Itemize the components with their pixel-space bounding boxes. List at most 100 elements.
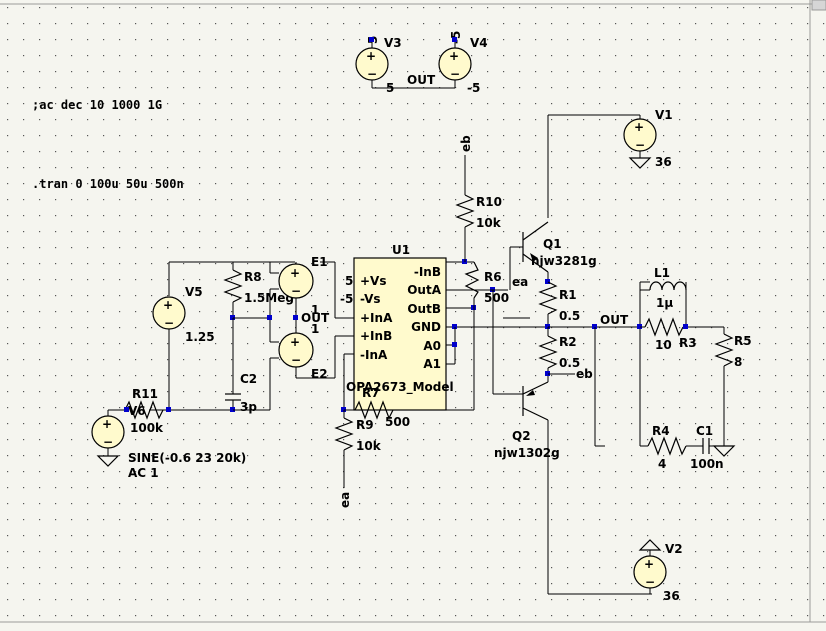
- v3-net-label[interactable]: 5: [386, 81, 394, 95]
- svg-text:+: +: [449, 49, 459, 63]
- svg-text:+: +: [290, 266, 300, 280]
- c2-label: C2: [240, 372, 257, 386]
- c2-value: 3p: [240, 400, 257, 414]
- l1-value: 1µ: [656, 296, 673, 310]
- resistor-r7[interactable]: R7 500: [354, 386, 410, 429]
- ea-net-label-bottom[interactable]: ea: [338, 492, 352, 508]
- resistor-r10[interactable]: R10 10k: [455, 194, 502, 230]
- u1-vs-pos-net[interactable]: 5: [345, 274, 353, 288]
- resistor-r2[interactable]: R2 0.5: [538, 335, 580, 370]
- r1-label: R1: [559, 288, 577, 302]
- svg-text:+: +: [290, 335, 300, 349]
- r2-label: R2: [559, 335, 577, 349]
- r7-label: R7: [362, 386, 380, 400]
- source-v5[interactable]: + − V5 1.25: [152, 285, 215, 344]
- u1-vs-neg-net[interactable]: -5: [340, 292, 353, 306]
- opamp-u1[interactable]: U1 +Vs -Vs +InA +InB -InA -InB OutA OutB…: [346, 243, 454, 411]
- inductor-l1[interactable]: L1 1µ: [640, 266, 687, 310]
- v5-label: V5: [185, 285, 203, 299]
- transistor-q2[interactable]: Q2 njw1302g: [493, 381, 560, 460]
- r2-value: 0.5: [559, 356, 580, 370]
- transistor-q1[interactable]: Q1 njw3281g: [510, 221, 597, 273]
- v2-value: 36: [663, 589, 680, 603]
- vcvs-e1[interactable]: +− E1 1: [270, 255, 328, 317]
- resistor-r3[interactable]: R3 10: [644, 317, 697, 352]
- resistor-r4[interactable]: R4 4: [647, 424, 687, 471]
- v5-value: 1.25: [185, 330, 215, 344]
- r10-value: 10k: [476, 216, 502, 230]
- r5-value: 8: [734, 355, 742, 369]
- tran-directive[interactable]: .tran 0 100u 50u 500n: [32, 177, 184, 191]
- pin-ina-neg: -InA: [360, 348, 388, 362]
- v6-ac: AC 1: [128, 466, 159, 480]
- v6-value: SINE(-0.6 23 20k): [128, 451, 246, 465]
- pin-outa: OutA: [407, 283, 441, 297]
- v2-label: V2: [665, 542, 683, 556]
- source-v6[interactable]: +− V6 SINE(-0.6 23 20k) AC 1: [91, 404, 246, 480]
- v3-label: V3: [384, 36, 402, 50]
- r11-label: R11: [132, 387, 158, 401]
- svg-text:+: +: [366, 49, 376, 63]
- v6-label: V6: [128, 404, 146, 418]
- pin-vs-neg: -Vs: [360, 292, 381, 306]
- svg-text:−: −: [164, 316, 174, 330]
- source-v4[interactable]: +− V4 -5: [438, 31, 488, 88]
- r3-label: R3: [679, 336, 697, 350]
- resistor-r1[interactable]: R1 0.5: [538, 281, 580, 323]
- pin-gnd: GND: [411, 320, 441, 334]
- source-v1[interactable]: + − V1 36: [623, 108, 673, 169]
- q1-label: Q1: [543, 237, 562, 251]
- e2-gain: 1: [311, 322, 319, 336]
- r11-value: 100k: [130, 421, 164, 435]
- resistor-r5[interactable]: R5 8: [714, 327, 752, 369]
- c1-value: 100n: [690, 457, 724, 471]
- out-net-label-e[interactable]: OUT: [301, 311, 330, 325]
- r4-label: R4: [652, 424, 670, 438]
- e2-label: E2: [311, 367, 328, 381]
- r9-value: 10k: [356, 439, 382, 453]
- r1-value: 0.5: [559, 309, 580, 323]
- svg-text:−: −: [450, 67, 460, 81]
- capacitor-c1[interactable]: C1 100n: [690, 424, 724, 471]
- v4-net-label[interactable]: -5: [467, 81, 480, 95]
- scroll-corner[interactable]: [811, 0, 826, 11]
- resistor-r11[interactable]: R11 100k: [124, 387, 164, 435]
- eb-net-label-top[interactable]: eb: [459, 135, 473, 152]
- ea-net-label-q1[interactable]: ea: [512, 275, 528, 289]
- pin-vs-pos: +Vs: [360, 274, 386, 288]
- r6-label: R6: [484, 270, 502, 284]
- eb-net-label-r2[interactable]: eb: [576, 367, 593, 381]
- r10-label: R10: [476, 195, 502, 209]
- r8-label: R8: [244, 270, 262, 284]
- svg-text:+: +: [634, 120, 644, 134]
- pin-outb: OutB: [407, 302, 441, 316]
- pin-inb-neg: -InB: [414, 265, 441, 279]
- v4-label: V4: [470, 36, 488, 50]
- resistor-r9[interactable]: R9 10k: [334, 410, 382, 453]
- pin-a0: A0: [423, 339, 441, 353]
- l1-label: L1: [654, 266, 670, 280]
- out-net-label-main[interactable]: OUT: [600, 313, 629, 327]
- r5-label: R5: [734, 334, 752, 348]
- svg-text:−: −: [645, 575, 655, 589]
- resistor-r6[interactable]: R6 500: [464, 261, 509, 305]
- r3-value: 10: [655, 338, 672, 352]
- q1-model: njw3281g: [531, 254, 597, 268]
- pin-a1: A1: [423, 357, 441, 371]
- resistor-r8[interactable]: R8 1.5Meg: [223, 262, 294, 318]
- svg-text:+: +: [163, 298, 173, 312]
- v1-label: V1: [655, 108, 673, 122]
- r7-value: 500: [385, 415, 410, 429]
- svg-text:−: −: [635, 138, 645, 152]
- v1-value: 36: [655, 155, 672, 169]
- u1-model: OPA2673_Model: [346, 380, 454, 395]
- c1-label: C1: [696, 424, 713, 438]
- r4-value: 4: [658, 457, 666, 471]
- e1-gain: 1: [311, 303, 319, 317]
- ac-directive[interactable]: ;ac dec 10 1000 1G: [32, 98, 162, 112]
- svg-text:−: −: [291, 353, 301, 367]
- out-net-label-top[interactable]: OUT: [407, 73, 436, 87]
- svg-text:−: −: [291, 284, 301, 298]
- source-v2[interactable]: +− V2 36: [633, 539, 683, 603]
